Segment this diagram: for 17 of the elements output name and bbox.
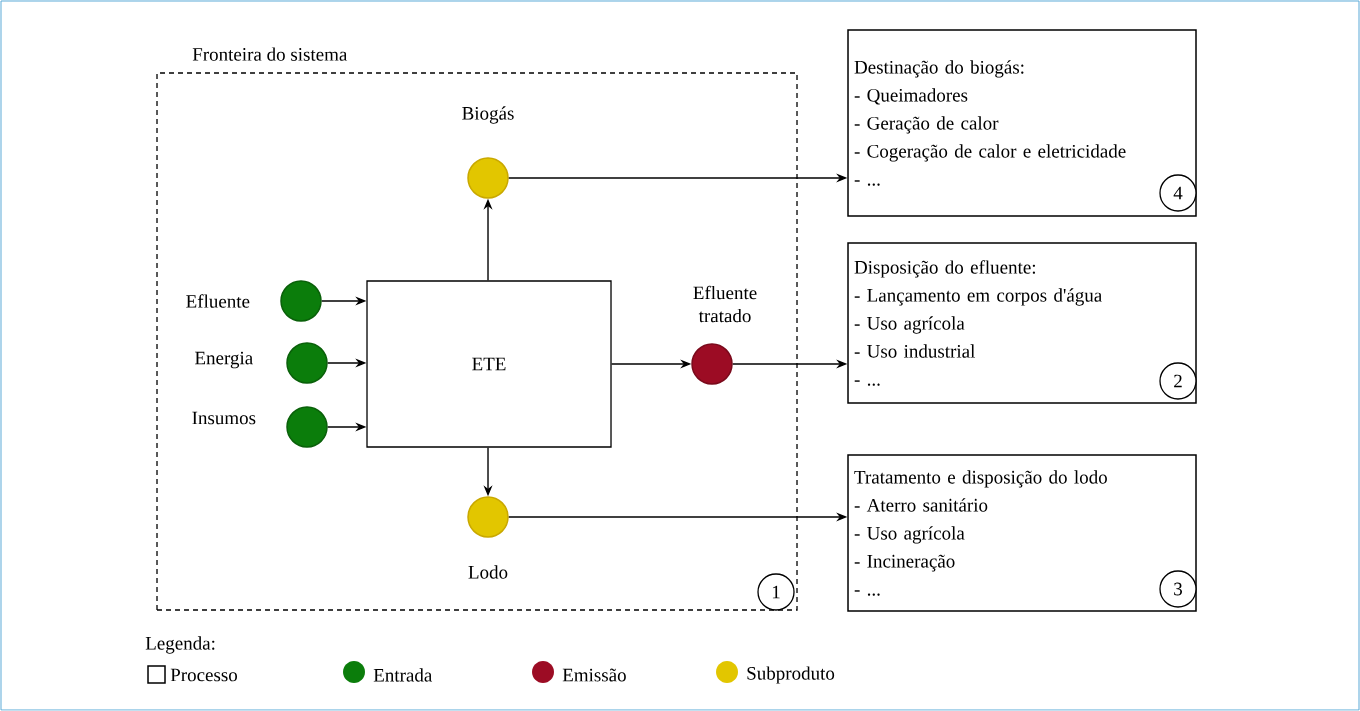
legend-label: Entrada bbox=[373, 668, 433, 682]
legend-label: Processo bbox=[170, 668, 237, 682]
legend-heading: Legenda: bbox=[145, 636, 215, 654]
legend-label: Emissão bbox=[562, 668, 626, 682]
callout-number: 4 bbox=[1159, 174, 1197, 212]
callout-number: 1 bbox=[757, 573, 795, 611]
callout-number: 3 bbox=[1159, 570, 1197, 608]
flow-label: Insumos bbox=[192, 411, 256, 425]
flow-label: Efluente tratado bbox=[693, 285, 757, 323]
process-box: ETE bbox=[366, 280, 612, 448]
flow-label: Lodo bbox=[468, 565, 508, 579]
flow-label: Energia bbox=[195, 351, 253, 369]
legend-label: Subproduto bbox=[747, 666, 835, 684]
callout-number: 2 bbox=[1159, 362, 1197, 400]
flow-label: Biogás bbox=[462, 106, 514, 124]
flow-label: Efluente bbox=[186, 294, 250, 308]
node-label: Fronteira do sistema bbox=[192, 47, 348, 61]
